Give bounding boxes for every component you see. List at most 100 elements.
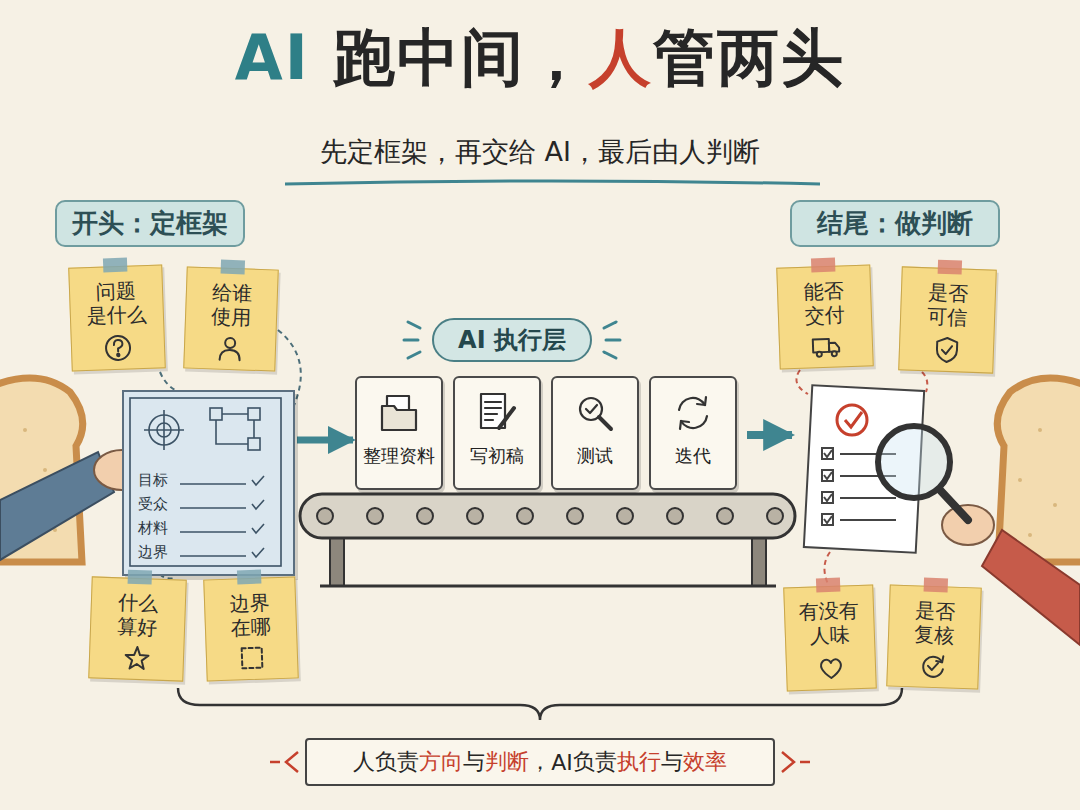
text-glyph: A [235,21,285,94]
tape [221,260,245,275]
text-glyph: 负 [573,747,595,777]
text-glyph: 向 [441,747,463,777]
blueprint-drawing [180,531,246,533]
blueprint-drawing [252,548,264,557]
note-icon [816,652,847,683]
spark-lines [404,339,418,342]
bread-slice [1053,503,1057,507]
card-icon [668,388,718,438]
box-label: 整理资料 [360,444,438,468]
card-icon [586,405,597,413]
blueprint-drawing [210,408,222,420]
checklist-paper [822,448,833,459]
text-glyph: 头 [781,21,845,94]
note-icon [242,648,263,669]
text-glyph: A [551,750,566,775]
box-label: 能否 交付 [782,278,868,329]
spark-lines [604,352,616,358]
note-icon [121,642,152,673]
text-glyph: 与 [661,747,683,777]
checklist-item: 目标 [138,468,285,492]
text-glyph: 中 [397,21,461,94]
text-glyph: I [285,21,310,94]
text-glyph: 间 [461,21,525,94]
card-icon [374,388,424,438]
blueprint-drawing [252,524,264,533]
box-label: 给谁 使用 [190,280,274,331]
text-glyph: 行 [639,747,661,777]
tape [937,260,961,275]
task-card: 写初稿 [453,376,541,490]
card-icon [382,396,416,430]
card-icon [681,416,707,428]
text-glyph: 执 [617,747,639,777]
text-glyph: 责 [595,747,617,777]
checklist-paper [822,492,833,503]
checklist-paper [822,514,833,525]
sticky-note: 是否 可信 [898,266,997,373]
bread-slice [1018,478,1022,482]
note-icon [832,351,837,356]
sticky-note: 有没有 人味 [783,584,877,691]
blueprint-drawing [180,555,246,557]
checklist-paper [837,405,867,435]
card-icon [680,421,689,429]
note-icon [220,350,240,361]
text-glyph: 负 [375,747,397,777]
note-icon [106,336,131,361]
spark-lines [408,352,420,358]
text-glyph [310,21,334,94]
note-icon [917,650,948,681]
box-label: 写初稿 [458,444,536,468]
bread-slice [1038,428,1042,432]
conveyor-belt [300,494,795,538]
note-icon [931,334,962,365]
note-icon [936,656,943,662]
conveyor-belt [367,508,383,524]
sticky-note: 给谁 使用 [183,266,279,371]
caption-ornament [800,761,810,764]
note-icon [821,659,841,678]
note-icon [923,656,943,677]
text-glyph: 人 [353,747,375,777]
box-label: 开头：定框架 [72,206,228,241]
conveyor-belt [752,536,766,586]
checklist-item: 受众 [138,492,285,516]
card-icon [382,406,416,430]
note-icon [941,346,951,354]
checklist-paper [840,497,896,499]
caption: 人负责方向与判断，AI 负责执行与效率 [305,738,775,786]
box-label: 问题 是什么 [74,278,160,329]
conveyor-belt [667,508,683,524]
framework-document: 目标受众材料边界 [122,390,295,576]
task-card: 整理资料 [355,376,443,490]
conveyor-belt [467,508,483,524]
text-glyph: ， [529,747,551,777]
conveyor-belt [717,508,733,524]
checklist-item: 材料 [138,516,285,540]
card-icon [570,388,620,438]
conveyor-belt [320,585,776,588]
caption-ornament [782,752,794,772]
conveyor-belt [767,508,783,524]
box-label: 有没有 人味 [789,598,871,649]
task-card: 测试 [551,376,639,490]
note-icon [225,338,235,348]
caption-ornament [286,752,298,772]
conveyor-belt [317,508,333,524]
tape [127,570,151,585]
spark-lines [604,322,616,328]
note-icon [220,338,241,361]
note-icon [125,647,149,669]
right-hand [942,505,994,545]
note-icon [936,338,957,363]
spark-lines [408,322,420,328]
card-icon [599,417,611,429]
magnifier [878,426,950,498]
blueprint-drawing [248,408,260,420]
text-glyph: 效 [683,747,705,777]
note-icon [817,352,822,357]
card-icon [679,398,705,410]
blueprint-drawing [216,414,254,444]
note-icon [106,336,131,361]
